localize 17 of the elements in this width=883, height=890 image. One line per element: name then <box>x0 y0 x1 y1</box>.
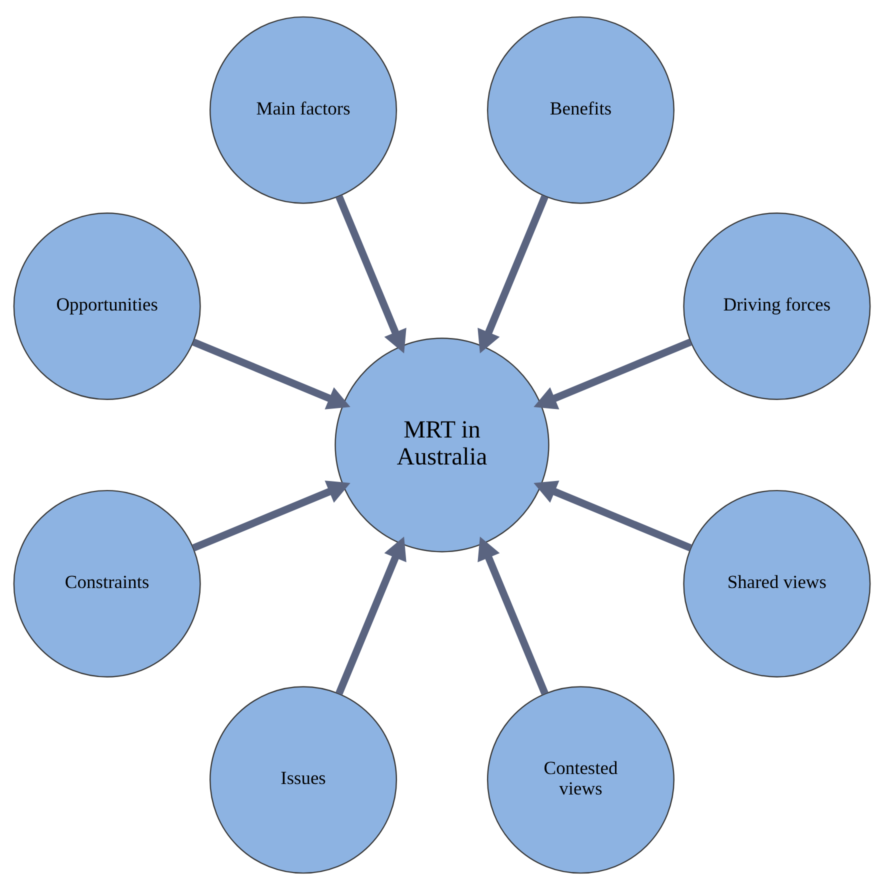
arrow <box>335 194 406 354</box>
node-circle: MRT in Australia <box>334 338 549 552</box>
node-circle: Contested views <box>486 686 674 874</box>
node-circle: Main factors <box>209 16 397 204</box>
arrow <box>477 536 548 696</box>
node-circle: Shared views <box>682 490 870 678</box>
arrow <box>533 338 692 410</box>
arrow <box>191 338 350 410</box>
node-circle: Constraints <box>12 490 200 678</box>
node-circle: Issues <box>209 686 397 874</box>
arrow <box>191 480 350 552</box>
arrow <box>533 480 692 552</box>
node-circle: Opportunities <box>12 212 200 400</box>
arrow <box>335 536 406 696</box>
arrow <box>477 194 548 354</box>
node-circle: Driving forces <box>682 212 870 400</box>
node-circle: Benefits <box>486 16 674 204</box>
